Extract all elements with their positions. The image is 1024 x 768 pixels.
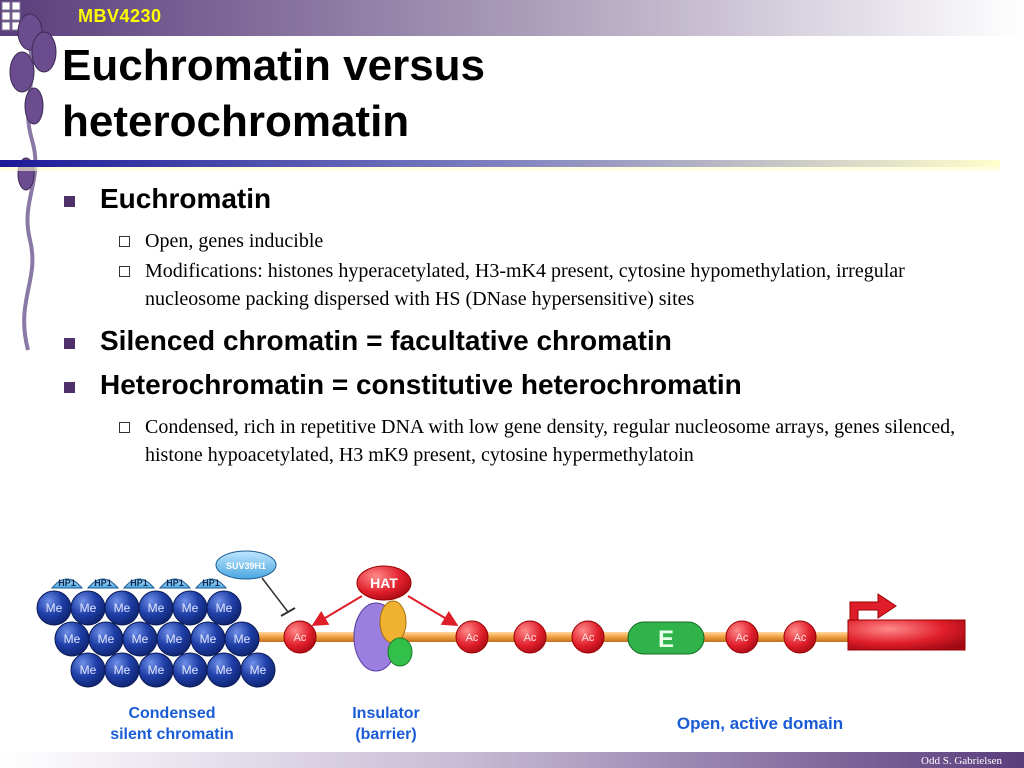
methyl-label: Me xyxy=(182,663,199,677)
sub-bullet: Open, genes inducible xyxy=(117,227,962,255)
methyl-label: Me xyxy=(148,601,165,615)
acetyl-label: Ac xyxy=(466,632,479,644)
insulator-complex xyxy=(353,600,413,672)
square-bullet-icon xyxy=(64,338,75,349)
author-credit: Odd S. Gabrielsen xyxy=(921,755,1002,767)
sub-bullet: Condensed, rich in repetitive DNA with l… xyxy=(117,413,962,469)
nucleosome-cluster: Me Me Me Me Me Me Me Me Me Me Me Me Me M… xyxy=(36,590,276,688)
inhibition-line xyxy=(261,577,289,613)
hp1-label: HP1 xyxy=(58,578,76,588)
hollow-square-bullet-icon xyxy=(119,422,130,433)
hat-arrow-right xyxy=(407,595,459,627)
acetyl-label: Ac xyxy=(794,632,807,644)
methyl-label: Me xyxy=(114,601,131,615)
sub-bullet: Modifications: histones hyperacetylated,… xyxy=(117,257,962,313)
acetylated-nucleosomes xyxy=(455,620,817,654)
hp1-proteins: HP1 HP1 HP1 HP1 HP1 xyxy=(50,578,228,589)
square-bullet-icon xyxy=(64,196,75,207)
acetyl-label: Ac xyxy=(736,632,749,644)
title-line-2: heterochromatin xyxy=(62,97,410,146)
hat-protein xyxy=(356,565,412,601)
transcription-arrow-icon xyxy=(849,593,897,621)
hp1-label: HP1 xyxy=(130,578,148,588)
methyl-label: Me xyxy=(98,632,115,646)
hollow-square-bullet-icon xyxy=(119,236,130,247)
methyl-label: Me xyxy=(148,663,165,677)
condensed-label-1: Condensed xyxy=(128,705,215,722)
slide-content: Euchromatin Open, genes inducible Modifi… xyxy=(62,183,962,471)
inhibition-bar xyxy=(280,607,296,617)
open-domain-label: Open, active domain xyxy=(677,714,843,733)
chromatin-diagram: HP1 HP1 HP1 HP1 HP1 Me Me Me Me Me Me Me… xyxy=(36,550,966,743)
square-bullet-icon xyxy=(64,382,75,393)
methyl-label: Me xyxy=(80,601,97,615)
bullet-heterochromatin: Heterochromatin = constitutive heterochr… xyxy=(62,369,962,401)
methyl-label: Me xyxy=(80,663,97,677)
hp1-label: HP1 xyxy=(202,578,220,588)
condensed-label-2: silent chromatin xyxy=(110,726,234,743)
title-line-1: Euchromatin versus xyxy=(62,41,486,90)
bullet-silenced-chromatin: Silenced chromatin = facultative chromat… xyxy=(62,325,962,357)
methyl-label: Me xyxy=(234,632,251,646)
header-bar xyxy=(0,0,1024,36)
methyl-label: Me xyxy=(46,601,63,615)
hat-label: HAT xyxy=(370,575,398,591)
gene-box xyxy=(847,619,966,651)
dna-strand xyxy=(250,632,965,642)
methyl-label: Me xyxy=(64,632,81,646)
methyl-label: Me xyxy=(216,601,233,615)
methyl-label: Me xyxy=(250,663,267,677)
suv39h1-label: SUV39H1 xyxy=(226,561,266,571)
methyl-label: Me xyxy=(216,663,233,677)
methyl-label: Me xyxy=(114,663,131,677)
course-code: MBV4230 xyxy=(78,6,162,26)
title-divider xyxy=(0,160,1000,171)
hollow-square-bullet-icon xyxy=(119,266,130,277)
acetyl-label: Ac xyxy=(294,632,307,644)
methyl-label: Me xyxy=(200,632,217,646)
hp1-label: HP1 xyxy=(94,578,112,588)
hat-arrow-left xyxy=(311,595,363,627)
suv39h1-protein xyxy=(215,550,277,580)
decorative-chain-icon xyxy=(1,1,57,351)
acetyl-label: Ac xyxy=(524,632,537,644)
acetyl-label: Ac xyxy=(582,632,595,644)
methyl-label: Me xyxy=(132,632,149,646)
hp1-label: HP1 xyxy=(166,578,184,588)
insulator-label-2: (barrier) xyxy=(355,726,416,743)
methyl-label: Me xyxy=(182,601,199,615)
footer-bar xyxy=(0,752,1024,768)
methyl-label: Me xyxy=(166,632,183,646)
insulator-label-1: Insulator xyxy=(352,705,420,722)
enhancer-label: E xyxy=(658,626,674,653)
slide-title: Euchromatin versus heterochromatin xyxy=(62,38,962,150)
enhancer-element xyxy=(627,621,705,655)
bullet-euchromatin: Euchromatin xyxy=(62,183,962,215)
